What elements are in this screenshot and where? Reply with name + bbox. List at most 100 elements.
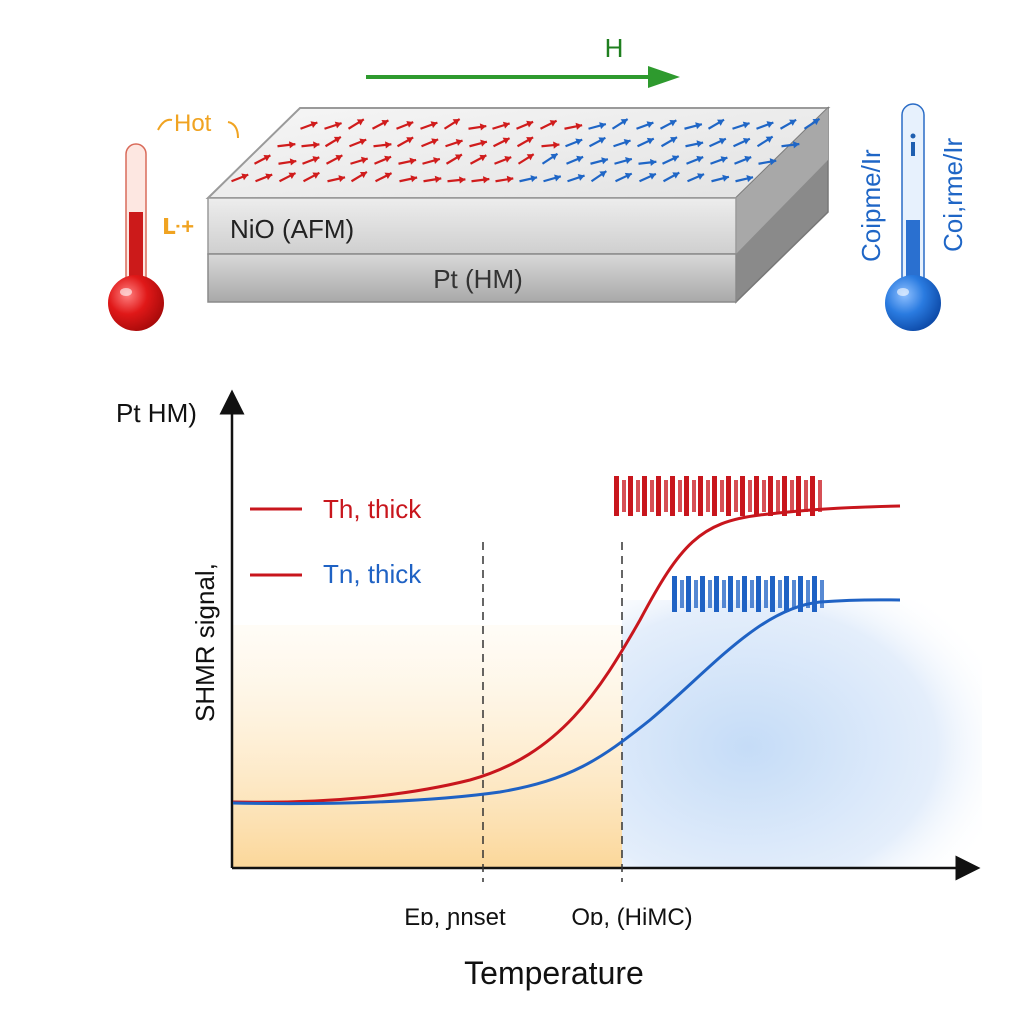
aligned-spin bbox=[750, 580, 754, 608]
spin-arrow-head bbox=[406, 137, 414, 144]
hot-small-label: ᒷ+ bbox=[162, 214, 194, 239]
aligned-spin bbox=[726, 476, 731, 516]
spin-arrow-head bbox=[744, 155, 752, 163]
aligned-spin bbox=[720, 480, 724, 512]
aligned-spin bbox=[712, 476, 717, 516]
spin-arrow-head bbox=[577, 174, 585, 181]
spin-arrow-head bbox=[765, 136, 773, 143]
spin-arrow-head bbox=[360, 156, 368, 164]
spin-arrow-head bbox=[333, 136, 341, 144]
aligned-spin bbox=[656, 476, 661, 516]
hot-squiggle-right bbox=[227, 121, 239, 139]
aligned-spin bbox=[806, 580, 810, 608]
aligned-spins-blue bbox=[672, 576, 824, 612]
spin-arrow-head bbox=[430, 121, 438, 129]
spin-arrow-head bbox=[406, 120, 414, 128]
spin-arrow-head bbox=[504, 155, 512, 163]
chart-title: Pt HM) bbox=[116, 398, 197, 428]
spin-arrow-head bbox=[288, 141, 296, 149]
spin-arrow-head bbox=[479, 154, 487, 162]
aligned-spin bbox=[692, 480, 696, 512]
aligned-spins-red bbox=[614, 476, 822, 516]
aligned-spin bbox=[764, 580, 768, 608]
spin-arrow-head bbox=[746, 175, 754, 183]
spin-arrow-head bbox=[671, 155, 679, 162]
spin-arrow-head bbox=[312, 156, 320, 163]
spin-arrow-head bbox=[241, 173, 249, 181]
spin-arrow-head bbox=[722, 174, 729, 182]
spin-arrow-head bbox=[696, 140, 704, 148]
spin-arrow-head bbox=[431, 138, 439, 146]
aligned-spin bbox=[756, 576, 761, 612]
cold-thermometer-icon bbox=[885, 103, 941, 331]
bilayer-slab bbox=[205, 106, 831, 304]
aligned-spin bbox=[776, 480, 780, 512]
aligned-spin bbox=[694, 580, 698, 608]
spin-arrow-head bbox=[620, 119, 628, 126]
cold-label-1: Coipme/Ir bbox=[856, 149, 886, 262]
aligned-spin bbox=[820, 580, 824, 608]
aligned-spin bbox=[734, 480, 738, 512]
field-label: H bbox=[605, 33, 624, 63]
aligned-spin bbox=[728, 576, 733, 612]
device-schematic: H NiO (AFM) Pt (HM) Hot ᒷ+ bbox=[108, 33, 968, 331]
aligned-spin bbox=[762, 480, 766, 512]
spin-arrow-head bbox=[526, 154, 534, 161]
spin-arrow-head bbox=[452, 119, 460, 126]
spin-arrow-head bbox=[554, 174, 561, 182]
aligned-spin bbox=[684, 476, 689, 516]
aligned-spin bbox=[748, 480, 752, 512]
spin-arrow-head bbox=[553, 141, 560, 149]
legend-label-blue: Tn, thick bbox=[323, 559, 422, 589]
spin-arrow-head bbox=[670, 137, 678, 144]
spin-arrow-head bbox=[289, 158, 297, 166]
aligned-spin bbox=[778, 580, 782, 608]
aligned-spin bbox=[708, 580, 712, 608]
hot-label: Hot bbox=[174, 110, 212, 137]
spin-arrow-head bbox=[384, 172, 392, 180]
spin-arrow-head bbox=[502, 137, 510, 145]
spin-arrow-head bbox=[669, 119, 677, 127]
spin-arrow-head bbox=[720, 156, 728, 164]
spin-arrow-head bbox=[696, 155, 704, 163]
spin-arrow-head bbox=[502, 121, 510, 129]
spin-arrow-head bbox=[335, 154, 343, 162]
x-tick-label-transition: Oɒ, (HiMC) bbox=[571, 904, 692, 931]
field-arrow bbox=[366, 66, 680, 88]
spin-arrow-head bbox=[717, 119, 725, 126]
aligned-spin bbox=[636, 480, 640, 512]
spin-arrow-head bbox=[459, 176, 466, 184]
aligned-spin bbox=[740, 476, 745, 516]
spin-arrow-head bbox=[575, 138, 583, 146]
spin-arrow-head bbox=[718, 137, 726, 145]
cool-region bbox=[622, 600, 982, 867]
spin-arrow-head bbox=[263, 154, 271, 162]
spin-arrow-head bbox=[312, 172, 320, 179]
y-axis-label: SHMR signal, bbox=[190, 563, 220, 722]
aligned-spin bbox=[670, 476, 675, 516]
spin-arrow-head bbox=[480, 139, 487, 147]
aligned-spin bbox=[804, 480, 808, 512]
aligned-spin bbox=[754, 476, 759, 516]
shmr-plot: Th, thick Tn, thick Pt HM) SHMR signal, … bbox=[116, 389, 982, 991]
spin-arrow-head bbox=[334, 121, 342, 129]
aligned-spin bbox=[784, 576, 789, 612]
spin-arrow-head bbox=[646, 121, 654, 129]
aligned-spin bbox=[686, 576, 691, 612]
spin-arrow-head bbox=[381, 119, 389, 127]
spin-arrow-head bbox=[623, 139, 631, 146]
aligned-spin bbox=[680, 580, 684, 608]
spin-arrow-head bbox=[506, 175, 514, 183]
aligned-spin bbox=[770, 576, 775, 612]
hot-thermometer-icon bbox=[108, 143, 164, 331]
spin-arrow-head bbox=[648, 173, 656, 180]
aligned-spin bbox=[700, 576, 705, 612]
spin-arrow-head bbox=[695, 122, 702, 130]
spin-arrow-head bbox=[550, 153, 558, 161]
aligned-spin bbox=[706, 480, 710, 512]
spin-arrow-head bbox=[526, 137, 534, 144]
aligned-spin bbox=[672, 576, 677, 612]
spin-arrow-head bbox=[697, 173, 705, 180]
aligned-spin bbox=[736, 580, 740, 608]
spin-arrow-head bbox=[650, 158, 657, 167]
